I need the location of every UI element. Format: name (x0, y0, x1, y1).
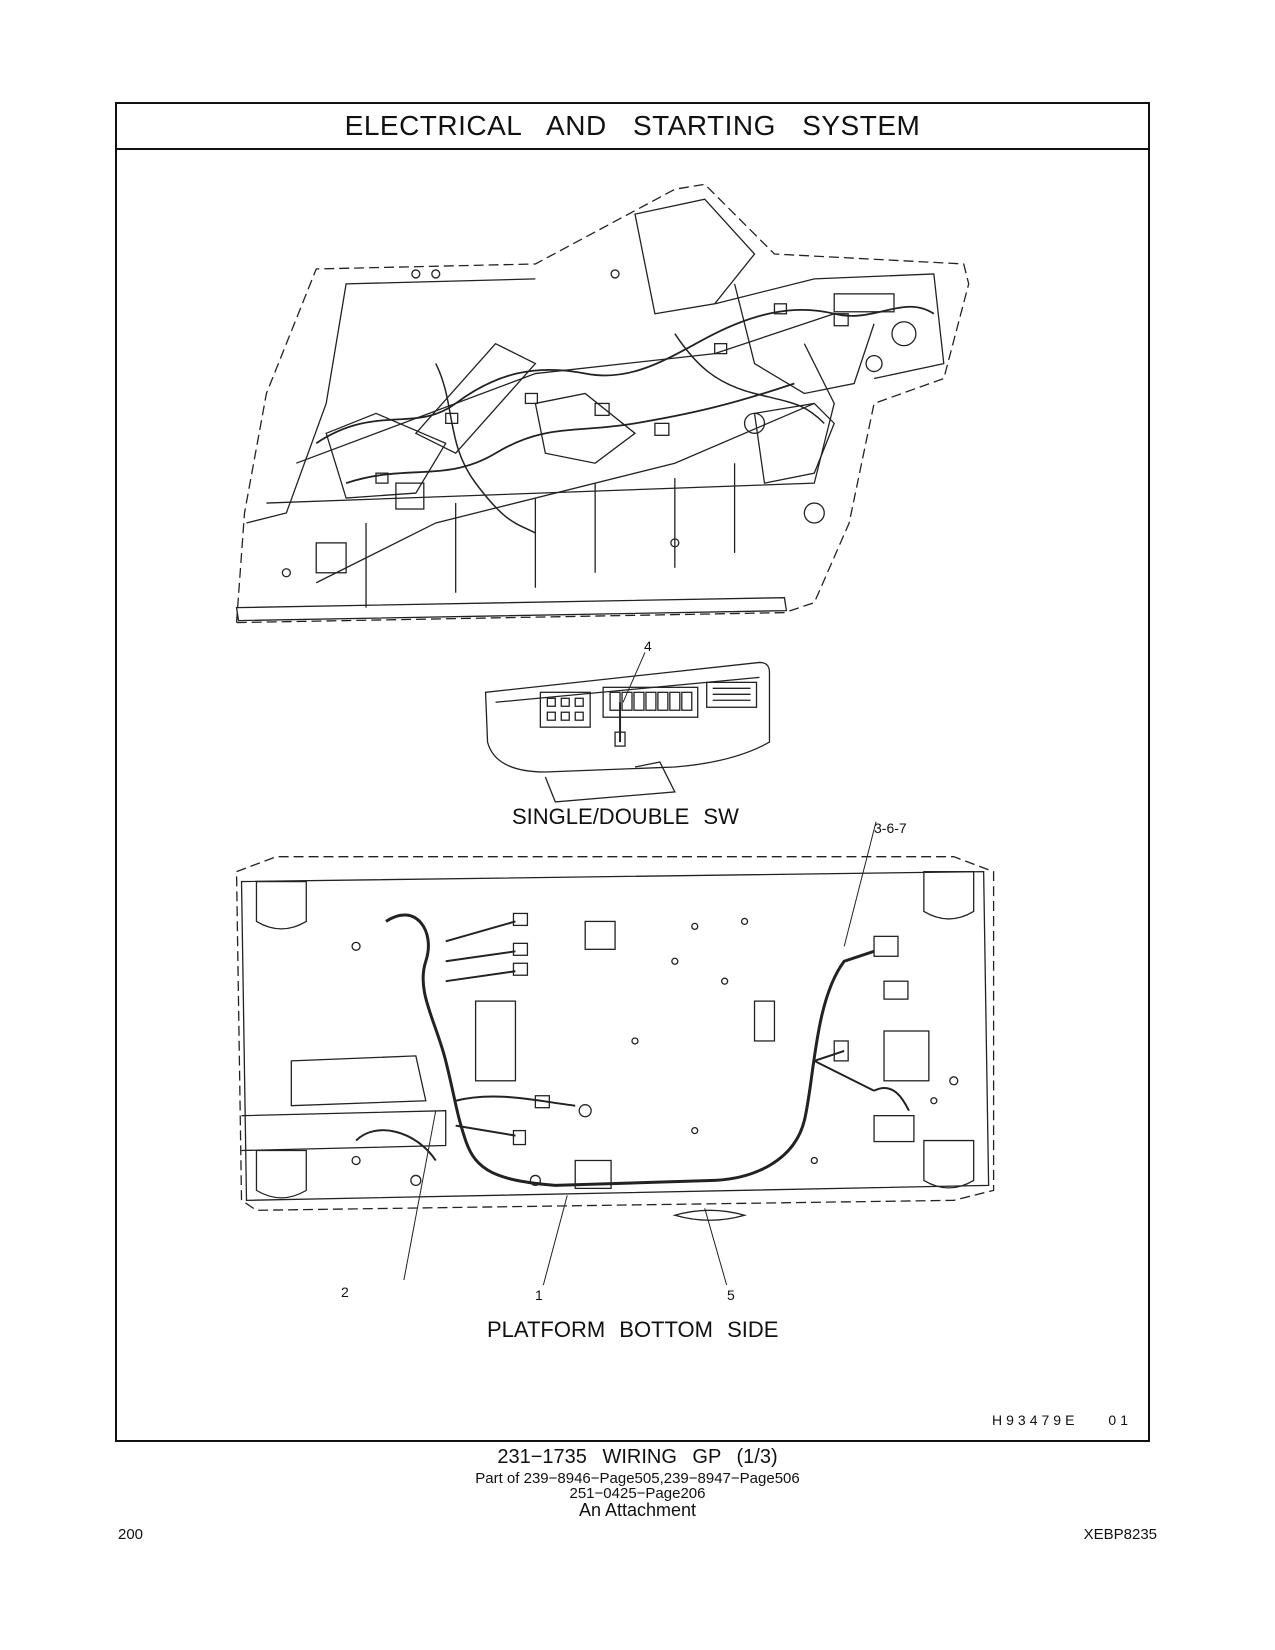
callout-2: 2 (341, 1284, 349, 1300)
platform-label: PLATFORM BOTTOM SIDE (487, 1317, 779, 1342)
caption-title: 231−1735 WIRING GP (1/3) (497, 1446, 778, 1468)
upper-frame-drawing (235, 183, 970, 624)
callout-4: 4 (644, 638, 652, 654)
caption-line-3: An Attachment (578, 1500, 697, 1520)
document-code: XEBP8235 (1083, 1526, 1157, 1543)
callout-5: 5 (727, 1287, 735, 1303)
title-bar: ELECTRICAL AND STARTING SYSTEM (117, 104, 1148, 150)
figure-rev: 01 (1108, 1412, 1132, 1428)
switch-panel-drawing (484, 652, 771, 803)
page-title: ELECTRICAL AND STARTING SYSTEM (344, 110, 921, 141)
platform-drawing (235, 821, 995, 1286)
figure-id: H93479E (992, 1412, 1079, 1428)
illustration-frame: ELECTRICAL AND STARTING SYSTEM (115, 102, 1150, 1442)
figure-code: H93479E 01 (992, 1412, 1132, 1428)
callout-1: 1 (535, 1287, 543, 1303)
wiring-illustration (235, 183, 995, 1286)
page-number: 200 (118, 1526, 144, 1543)
callout-3-6-7: 3-6-7 (874, 820, 907, 836)
switch-panel-label: SINGLE/DOUBLE SW (512, 804, 739, 829)
caption-line-2: 251−0425−Page206 (569, 1485, 706, 1502)
caption-line-1: Part of 239−8946−Page505,239−8947−Page50… (475, 1470, 800, 1487)
